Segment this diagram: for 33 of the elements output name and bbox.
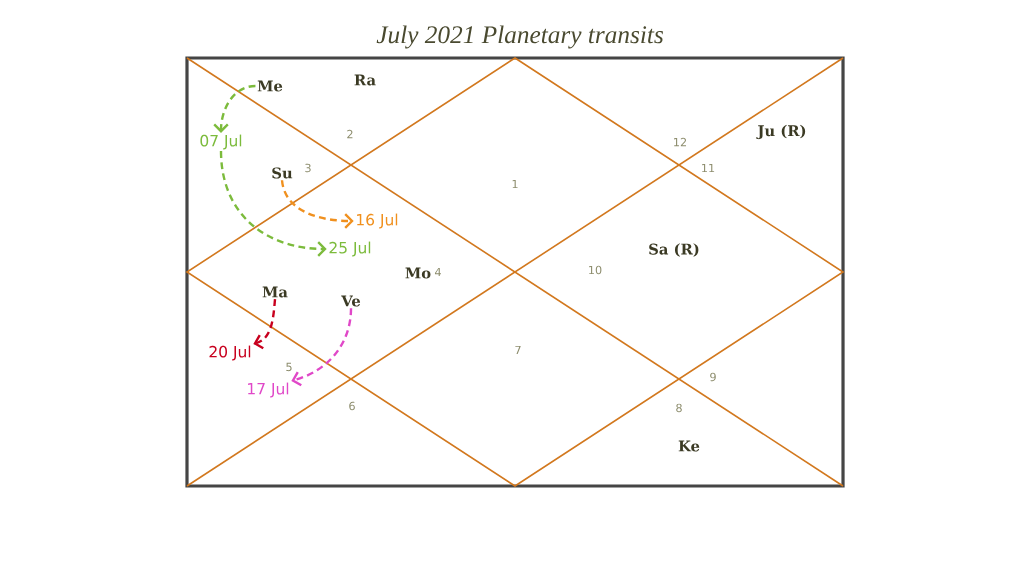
planet-label: Me — [257, 80, 283, 92]
house-number: 6 — [349, 401, 355, 411]
date-label: 07 Jul — [200, 134, 242, 150]
title: July 2021 Planetary transits — [376, 25, 663, 49]
house-number: 3 — [305, 163, 311, 173]
date-label: 17 Jul — [248, 382, 289, 398]
curved-arrow — [291, 308, 353, 387]
planet-label: Su — [272, 167, 293, 179]
house-number: 7 — [515, 345, 521, 355]
house-number: 10 — [589, 265, 602, 275]
curved-arrow — [253, 299, 277, 350]
chart-frame — [185, 56, 845, 488]
planet-label: Ke — [678, 440, 700, 452]
house-number: 8 — [676, 403, 682, 413]
planet-label: Ve — [341, 295, 361, 307]
planet-label: Mo — [405, 267, 431, 279]
planet-label: Ra — [354, 74, 376, 86]
house-number: 12 — [674, 137, 687, 147]
curved-arrow — [213, 84, 256, 133]
house-number: 1 — [512, 179, 518, 189]
date-label: 16 Jul — [357, 213, 398, 229]
planet-label: Ju (R) — [756, 124, 806, 140]
house-number: 2 — [347, 129, 353, 139]
house-number: 4 — [435, 267, 441, 277]
house-number: 5 — [286, 362, 292, 372]
curved-arrow — [280, 180, 354, 229]
date-label: 20 Jul — [209, 345, 251, 361]
planet-label: Sa (R) — [649, 243, 699, 257]
curved-arrow — [219, 151, 327, 257]
planet-label: Ma — [262, 286, 288, 298]
date-label: 25 Jul — [329, 241, 371, 257]
house-number: 9 — [710, 372, 716, 382]
house-number: 11 — [702, 163, 715, 173]
